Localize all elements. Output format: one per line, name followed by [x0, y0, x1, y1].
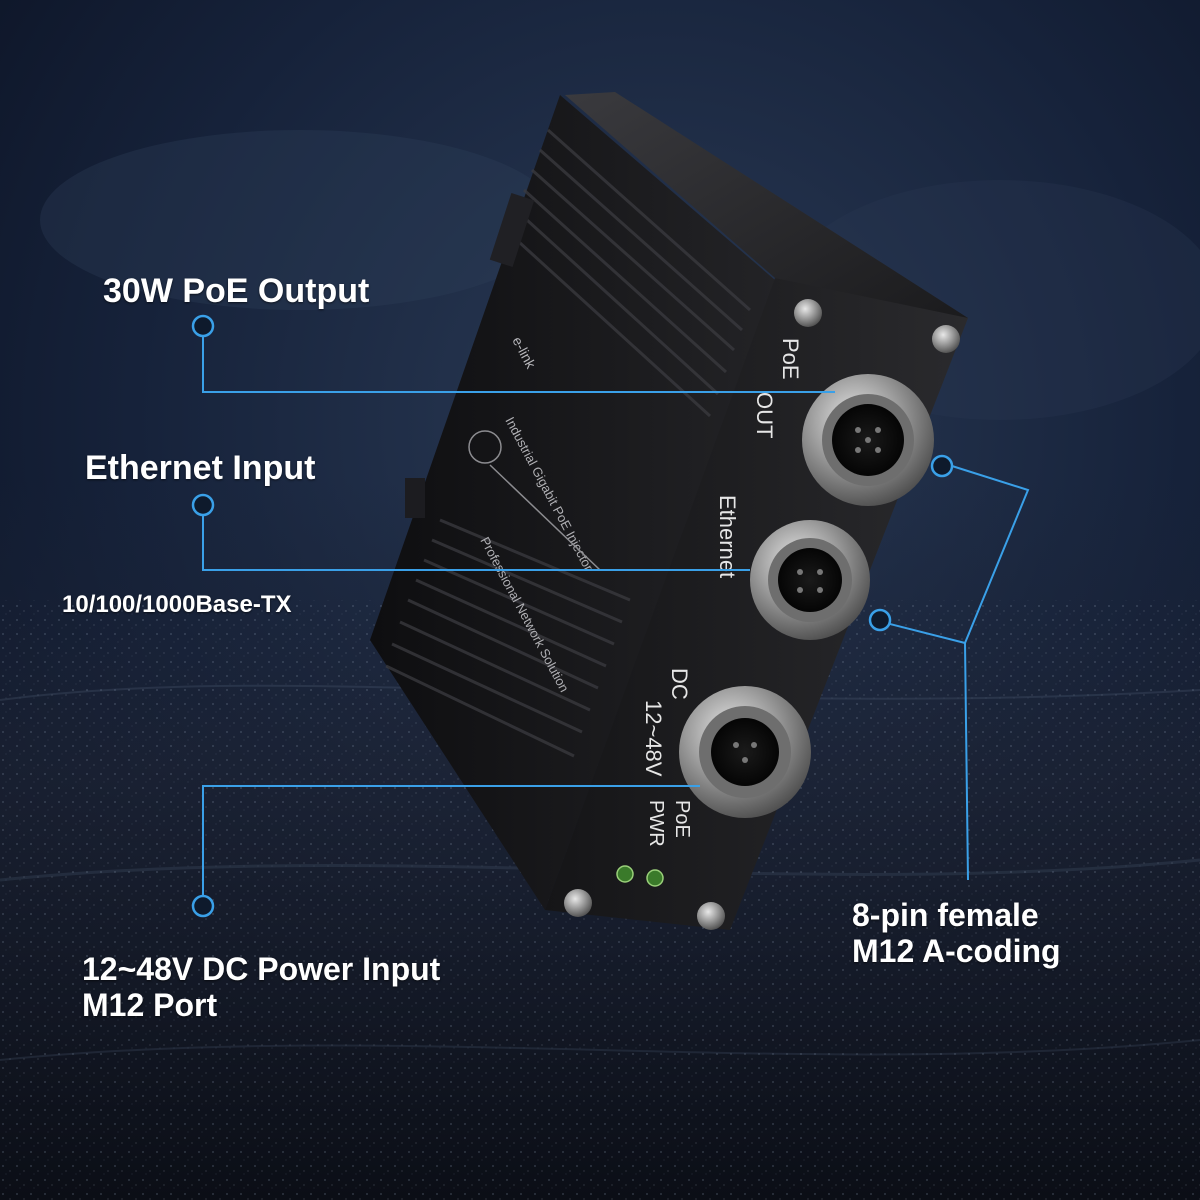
callout-power-input: 12~48V DC Power Input M12 Port — [82, 951, 440, 1023]
led-poe-indicator — [646, 869, 664, 887]
callout-connector-line1: 8-pin female — [852, 897, 1039, 933]
led-pwr-indicator — [616, 865, 634, 883]
port-label-ethernet: Ethernet — [715, 495, 740, 578]
led-label-poe: PoE — [671, 800, 693, 838]
port-ethernet-connector — [750, 520, 870, 640]
callout-dot — [191, 314, 954, 918]
port-poe-out-connector — [802, 374, 934, 506]
port-label-voltage: 12~48V — [641, 700, 666, 777]
callout-connector-line2: M12 A-coding — [852, 933, 1061, 969]
callout-power-input-line2: M12 Port — [82, 987, 218, 1023]
port-label-dc: DC — [667, 668, 692, 700]
port-label-out: OUT — [752, 392, 777, 438]
callout-connector-type: 8-pin female M12 A-coding — [852, 897, 1061, 969]
port-label-poe: PoE — [778, 338, 803, 380]
led-label-pwr: PWR — [645, 800, 667, 847]
callout-power-input-line1: 12~48V DC Power Input — [82, 951, 441, 987]
callout-lines — [202, 337, 1030, 898]
callout-poe-output: 30W PoE Output — [103, 272, 370, 310]
heat-sink-fins — [385, 128, 751, 758]
port-dc-power-connector — [679, 686, 811, 818]
screw-icon — [564, 299, 960, 930]
callout-ethernet-input: Ethernet Input — [85, 449, 316, 487]
callout-ethernet-speed: 10/100/1000Base-TX — [62, 591, 292, 618]
device-top-face — [565, 92, 968, 330]
